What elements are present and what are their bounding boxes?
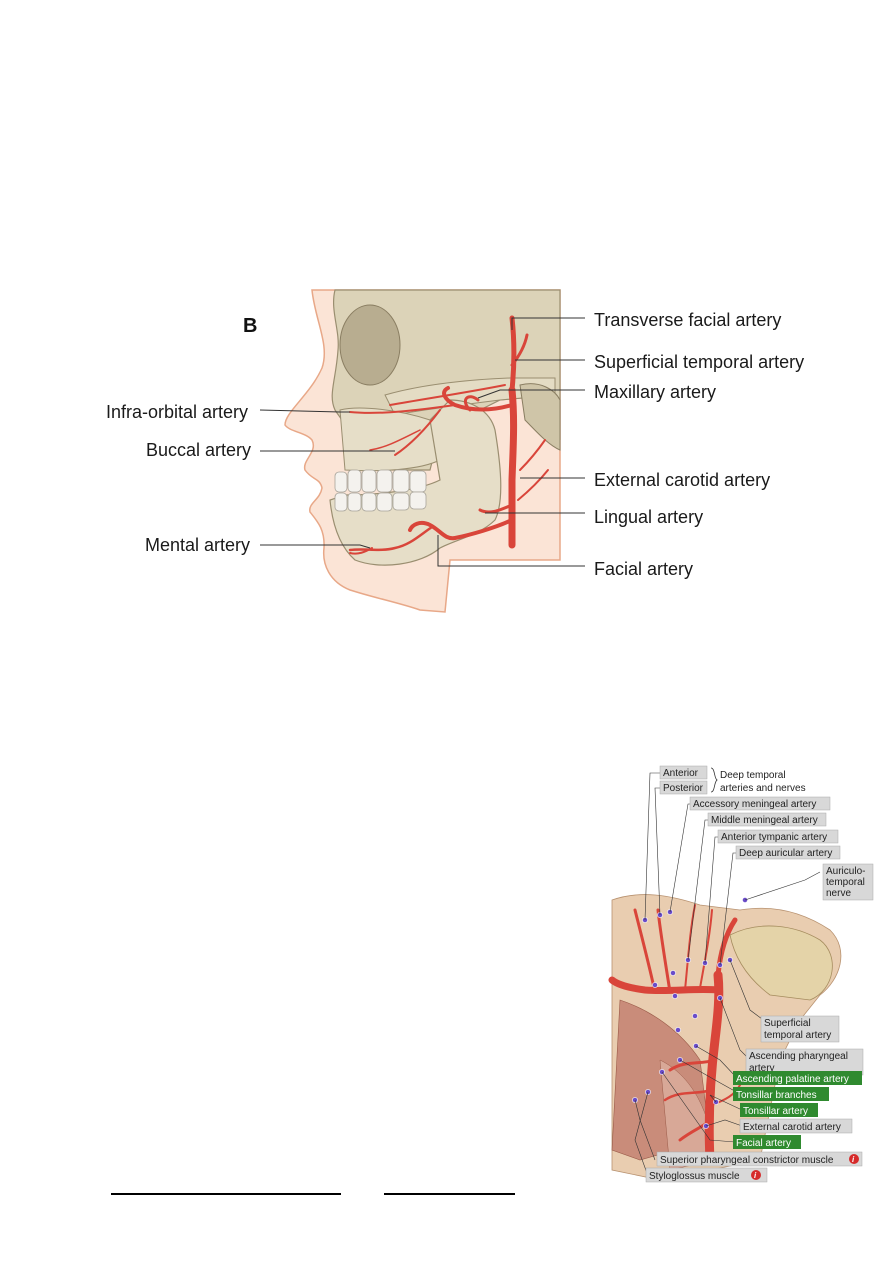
label-superficial-temporal-artery: Superficial temporal artery — [594, 352, 804, 372]
posterior-branches — [519, 439, 546, 471]
label-accessory-meningeal-artery: Accessory meningeal artery — [693, 799, 816, 810]
figure-b-arteries — [608, 904, 741, 1165]
brace — [710, 767, 718, 793]
blank-line-1 — [111, 1193, 341, 1195]
superficial-temporal-branch — [510, 333, 529, 367]
label-superficial-temporal-1: Superficial — [764, 1018, 811, 1029]
info-icon-styloglossus[interactable] — [751, 1170, 761, 1180]
mental-vessel — [349, 547, 373, 555]
label-facial-artery-b: Facial artery — [736, 1138, 791, 1149]
label-external-carotid-artery: External carotid artery — [594, 470, 770, 490]
label-middle-meningeal-artery: Middle meningeal artery — [711, 815, 818, 826]
leader-lines-right — [437, 317, 585, 567]
label-tonsillar-artery: Tonsillar artery — [743, 1106, 808, 1117]
orbit — [339, 304, 401, 386]
label-styloglossus-muscle: Styloglossus muscle — [649, 1171, 740, 1182]
label-posterior: Posterior — [663, 783, 704, 794]
facial-vessel — [408, 518, 514, 541]
posterior-branches-2 — [517, 469, 549, 501]
label-maxillary-artery: Maxillary artery — [594, 382, 716, 402]
skull-base — [729, 925, 833, 1001]
label-transverse-facial-artery: Transverse facial artery — [594, 310, 781, 330]
label-lingual-artery: Lingual artery — [594, 507, 703, 527]
buccal-vessel — [394, 409, 441, 456]
label-tonsillar-branches: Tonsillar branches — [736, 1090, 817, 1101]
label-auriculotemporal-3: nerve — [826, 888, 851, 899]
mastoid-region — [519, 383, 561, 451]
transverse-facial-vessel — [389, 384, 506, 406]
info-icon-constrictor-glyph: i — [852, 1155, 855, 1164]
label-deep-auricular-artery: Deep auricular artery — [739, 848, 832, 859]
buccal-branch — [369, 429, 421, 451]
label-ascending-palatine-artery: Ascending palatine artery — [736, 1074, 849, 1085]
label-ascending-pharyngeal-1: Ascending pharyngeal — [749, 1051, 848, 1062]
info-icon-styloglossus-glyph: i — [754, 1171, 757, 1180]
info-icon-constrictor[interactable] — [849, 1154, 859, 1164]
teeth — [334, 469, 427, 512]
deep-temporal-group: Anterior Posterior Deep temporal arterie… — [659, 765, 806, 795]
label-external-carotid-artery-b: External carotid artery — [743, 1122, 841, 1133]
maxillary-branches-figure: Anterior Posterior Deep temporal arterie… — [608, 765, 874, 1183]
label-superior-pharyngeal-constrictor: Superior pharyngeal constrictor muscle — [660, 1155, 834, 1166]
label-auriculotemporal-2: temporal — [826, 877, 865, 888]
label-deep-temporal-line1: Deep temporal — [720, 770, 786, 781]
label-auriculotemporal-1: Auriculo- — [826, 866, 865, 877]
facial-ascending — [348, 525, 434, 552]
panel-letter: B — [243, 315, 257, 337]
arteries — [348, 315, 549, 555]
infraorbital-vessel — [349, 404, 456, 414]
maxillary-loop — [464, 395, 480, 412]
facial-arteries-figure: B Transverse facial artery Superficial t… — [106, 289, 804, 613]
label-deep-temporal-line2: arteries and nerves — [720, 783, 806, 794]
label-anterior: Anterior — [663, 768, 699, 779]
superficial-temporal-vessel — [509, 315, 517, 393]
label-anterior-tympanic-artery: Anterior tympanic artery — [721, 832, 827, 843]
label-buccal-artery: Buccal artery — [146, 440, 251, 460]
label-ascending-pharyngeal-2: artery — [749, 1063, 775, 1074]
label-infra-orbital-artery: Infra-orbital artery — [106, 402, 248, 422]
label-facial-artery: Facial artery — [594, 559, 693, 579]
label-mental-artery: Mental artery — [145, 535, 250, 555]
lingual-vessel — [478, 503, 514, 514]
external-carotid-vessel — [508, 386, 518, 549]
label-superficial-temporal-2: temporal artery — [764, 1030, 831, 1041]
leader-lines-left — [259, 409, 395, 549]
blank-line-2 — [384, 1193, 515, 1195]
